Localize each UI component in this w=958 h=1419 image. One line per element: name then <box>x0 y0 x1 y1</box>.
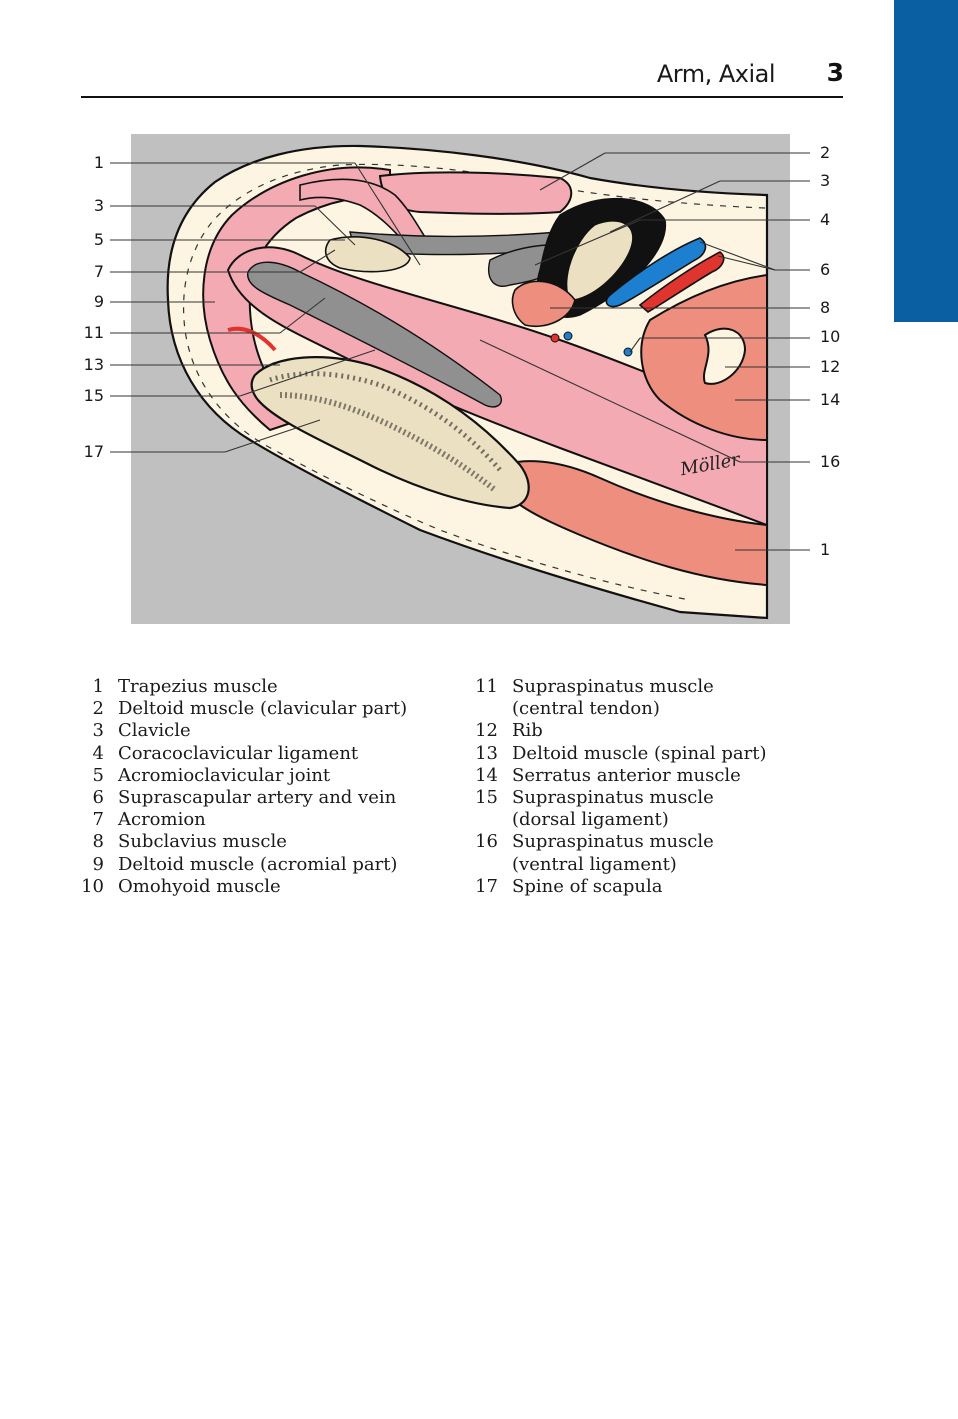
legend-label: Serratus anterior muscle <box>512 764 741 786</box>
callout-right-1: 1 <box>820 540 831 559</box>
callout-left-17: 17 <box>83 442 104 461</box>
callout-left-1: 1 <box>93 153 104 172</box>
legend-number: 1 <box>92 676 104 697</box>
deltoid-muscle <box>202 166 391 432</box>
legend-label: Rib <box>512 720 543 742</box>
legend-item: 4 Coracoclavicular ligament <box>78 743 407 765</box>
legend-label: Acromion <box>118 809 206 831</box>
legend-number: 10 <box>81 875 104 897</box>
callout-right-10: 10 <box>820 327 841 346</box>
legend-item: 8 Subclavius muscle <box>78 831 407 853</box>
legend-left-column: 1 Trapezius muscle 2 Deltoid muscle (clavi… <box>78 676 407 898</box>
trapezius-lower <box>488 460 768 587</box>
legend-number: 7 <box>92 809 104 831</box>
legend-label: Subclavius muscle <box>118 831 287 853</box>
legend-item: 2 Deltoid muscle (clavicular part) <box>78 698 408 720</box>
small-vessel-red <box>550 333 560 343</box>
legend-item: 14 Serratus anterior muscle <box>472 765 766 787</box>
legend-item: 3 Clavicle <box>78 720 407 742</box>
page-number: 3 <box>826 58 844 87</box>
callout-right-12: 12 <box>820 357 841 376</box>
anatomy-figure: Möller <box>0 0 958 660</box>
legend-item: 1 Trapezius muscle <box>78 676 407 698</box>
legend-number: 9 <box>92 853 104 875</box>
callout-right-14: 14 <box>820 390 841 409</box>
legend-label: Supraspinatus muscle (central tendon) <box>512 676 714 720</box>
callout-left-3: 3 <box>93 196 104 215</box>
legend-label: Omohyoid muscle <box>118 875 281 897</box>
small-vessel-blue <box>563 331 573 341</box>
spine-of-scapula <box>250 356 530 510</box>
legend-number: 13 <box>475 742 498 764</box>
callout-right-3: 3 <box>820 171 831 190</box>
callout-left-11: 11 <box>83 323 104 342</box>
legend-label: Supraspinatus muscle (ventral ligament) <box>512 831 714 875</box>
legend-number: 17 <box>475 875 498 897</box>
legend-label: Clavicle <box>118 720 191 742</box>
legend-label: Suprascapular artery and vein <box>118 787 397 809</box>
callout-right-6: 6 <box>820 260 831 279</box>
leader-lines-right <box>479 152 810 551</box>
acromion <box>324 236 411 273</box>
header-rule <box>81 96 843 98</box>
legend-number: 2 <box>92 698 104 720</box>
legend-item: 10 Omohyoid muscle <box>78 876 407 898</box>
legend-item: 7 Acromion <box>78 809 407 831</box>
legend-item: 16 Supraspinatus muscle (ventral ligament… <box>472 831 766 875</box>
legend-number: 12 <box>475 720 498 742</box>
legend-number: 15 <box>475 787 498 809</box>
leader-lines-left <box>110 162 421 453</box>
callout-left-15: 15 <box>83 386 104 405</box>
legend-label: Coracoclavicular ligament <box>118 742 359 764</box>
callout-right-4: 4 <box>820 210 831 229</box>
small-vessel-blue-2 <box>623 347 633 357</box>
legend-number: 11 <box>475 676 498 697</box>
legend-number: 6 <box>92 787 104 809</box>
callout-left-13: 13 <box>83 355 104 374</box>
page-title: Arm, Axial <box>656 60 776 88</box>
legend-number: 8 <box>92 831 104 853</box>
legend-label: Deltoid muscle (acromial part) <box>118 853 398 875</box>
callout-right-8: 8 <box>820 298 831 317</box>
callout-left-5: 5 <box>93 230 104 249</box>
legend-item: 13 Deltoid muscle (spinal part) <box>472 743 766 765</box>
legend-label: Supraspinatus muscle (dorsal ligament) <box>512 787 714 831</box>
legend-item: 6 Suprascapular artery and vein <box>78 787 407 809</box>
serratus-anterior <box>640 273 768 442</box>
legend-label: Acromioclavicular joint <box>118 764 331 786</box>
legend-number: 3 <box>92 720 104 742</box>
chapter-tab <box>894 0 958 322</box>
legend-item: 15 Supraspinatus muscle (dorsal ligament) <box>472 787 766 831</box>
callout-left-9: 9 <box>93 292 104 311</box>
callout-right-16: 16 <box>820 452 841 471</box>
legend-label: Deltoid muscle (spinal part) <box>512 742 767 764</box>
legend-item: 17 Spine of scapula <box>472 876 766 898</box>
suprascapular-artery <box>638 251 725 313</box>
legend-item: 11 Supraspinatus muscle (central tendon) <box>472 676 766 720</box>
anatomy-illustration: Möller <box>110 134 810 624</box>
callout-right-2: 2 <box>820 143 831 162</box>
legend-item: 9 Deltoid muscle (acromial part) <box>78 854 407 876</box>
legend-number: 14 <box>475 764 498 786</box>
suprascapular-vein <box>605 237 707 308</box>
rib <box>702 327 747 385</box>
subclavius-muscle <box>511 280 576 327</box>
legend-number: 16 <box>475 831 498 853</box>
legend-label: Deltoid muscle (clavicular part) <box>118 698 408 720</box>
legend-number: 4 <box>92 742 104 764</box>
legend-number: 5 <box>92 764 104 786</box>
legend-item: 5 Acromioclavicular joint <box>78 765 407 787</box>
legend-label: Trapezius muscle <box>118 676 278 697</box>
legend-item: 12 Rib <box>472 720 766 742</box>
deltoid-clavicular-part <box>378 171 573 215</box>
callout-left-7: 7 <box>93 262 104 281</box>
legend-label: Spine of scapula <box>512 875 663 897</box>
